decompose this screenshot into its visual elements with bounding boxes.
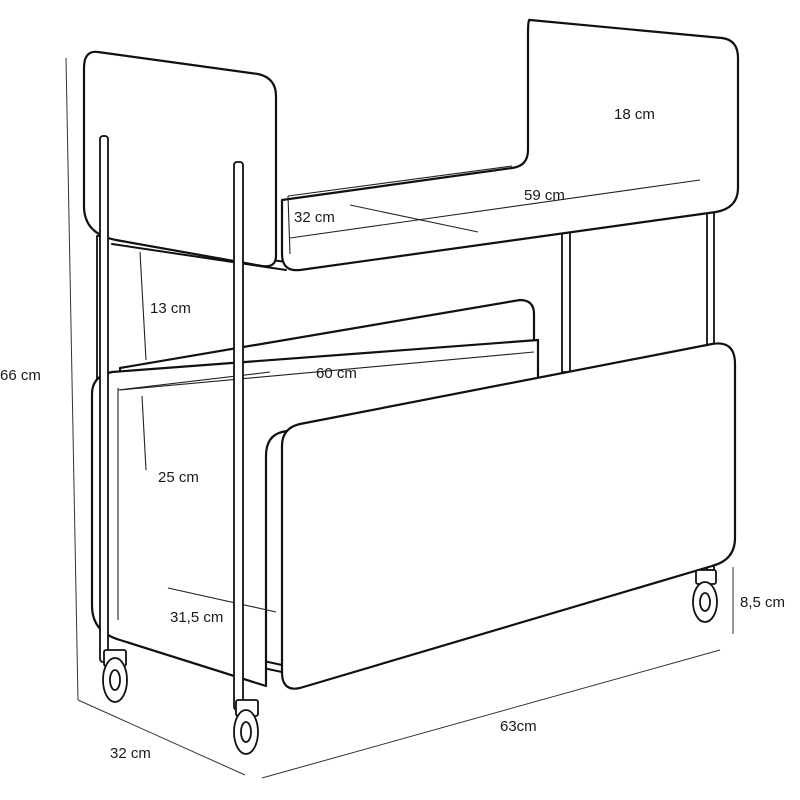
label-wheel-height: 8,5 cm	[740, 594, 785, 611]
top-width-hint	[289, 179, 701, 239]
label-bottom-height: 25 cm	[158, 469, 199, 486]
lower-width-hint	[119, 351, 535, 391]
dimension-labels: 18 cm 32 cm 59 cm 13 cm 66 cm 60 cm 25 c…	[0, 106, 785, 762]
middle-rod	[561, 231, 571, 373]
label-total-height: 66 cm	[0, 367, 41, 384]
total-height-line	[65, 57, 79, 701]
top-left-side-panel	[82, 50, 278, 268]
lower-depth-hint	[167, 587, 277, 613]
front-right-rod	[233, 161, 244, 711]
top-tray-front-edge	[287, 195, 291, 255]
lower-top-edge	[117, 371, 271, 391]
caster-wheel-icon	[102, 569, 718, 755]
label-bottom-depth: 31,5 cm	[170, 609, 223, 626]
label-top-shelf-width: 59 cm	[524, 187, 565, 204]
lower-height-hint	[141, 395, 147, 471]
top-depth-hint	[349, 204, 479, 233]
front-left-rod	[99, 135, 109, 663]
gap-height-hint	[139, 251, 147, 361]
lower-front-panel	[280, 342, 737, 690]
top-tray-inner-edge	[287, 165, 513, 197]
label-top-shelf-depth: 32 cm	[294, 209, 335, 226]
top-tray-panel	[280, 18, 740, 272]
label-base-depth: 32 cm	[110, 745, 151, 762]
label-top-depth: 18 cm	[614, 106, 655, 123]
label-bottom-width: 60 cm	[316, 365, 357, 382]
base-depth-line	[77, 699, 246, 776]
label-gap-height: 13 cm	[150, 300, 191, 317]
label-base-width: 63cm	[500, 718, 537, 735]
base-width-line	[261, 649, 721, 779]
